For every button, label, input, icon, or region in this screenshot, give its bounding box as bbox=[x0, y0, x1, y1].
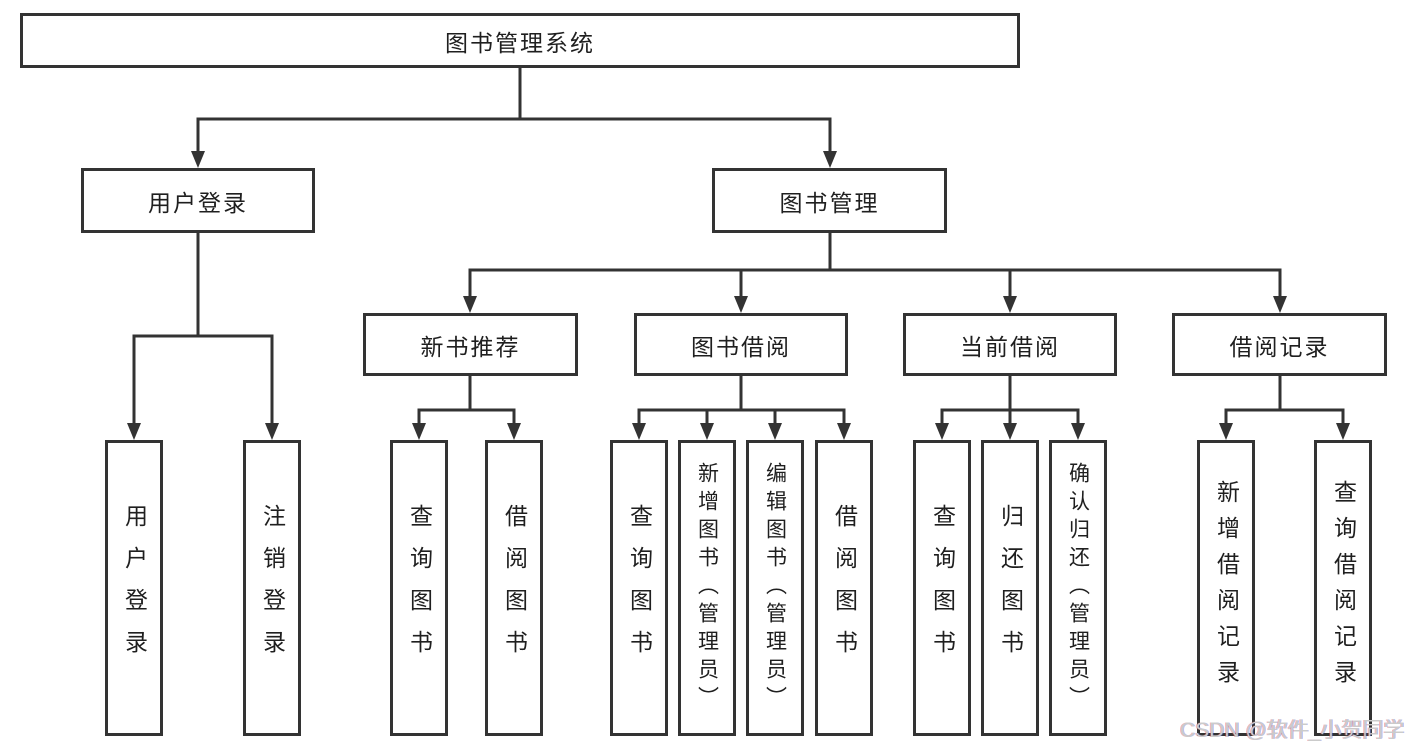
node-label: 图书借阅 bbox=[691, 333, 791, 360]
node-label: 查询图书 bbox=[406, 504, 433, 672]
node-borrow-book-recommend: 借阅图书 bbox=[485, 440, 543, 736]
node-user-login: 用户登录 bbox=[81, 168, 315, 233]
node-label: 注销登录 bbox=[259, 504, 286, 672]
node-book-management: 图书管理 bbox=[712, 168, 947, 233]
node-return-book: 归还图书 bbox=[981, 440, 1039, 736]
node-confirm-return-admin: 确认归还（管理员） bbox=[1049, 440, 1107, 736]
node-book-borrow: 图书借阅 bbox=[634, 313, 848, 376]
node-new-book-recommend: 新书推荐 bbox=[363, 313, 578, 376]
node-query-books-recommend: 查询图书 bbox=[390, 440, 448, 736]
node-label: 归还图书 bbox=[997, 504, 1024, 672]
node-label: 新增借阅记录 bbox=[1213, 480, 1240, 696]
node-label: 查询借阅记录 bbox=[1330, 480, 1357, 696]
node-label: 查询图书 bbox=[929, 504, 956, 672]
node-label: 新书推荐 bbox=[420, 333, 521, 360]
node-label: 借阅图书 bbox=[831, 504, 858, 672]
node-label: 借阅记录 bbox=[1229, 333, 1330, 360]
node-label: 图书管理 bbox=[779, 189, 880, 216]
node-add-borrow-record: 新增借阅记录 bbox=[1197, 440, 1255, 736]
node-label: 用户登录 bbox=[148, 189, 248, 216]
node-label: 当前借阅 bbox=[960, 333, 1060, 360]
node-label: 确认归还（管理员） bbox=[1066, 462, 1090, 714]
node-library-management-system: 图书管理系统 bbox=[20, 13, 1020, 68]
node-user-login-leaf: 用户登录 bbox=[105, 440, 163, 736]
node-borrow-book: 借阅图书 bbox=[815, 440, 873, 736]
node-query-borrow-record: 查询借阅记录 bbox=[1314, 440, 1372, 736]
node-label: 查询图书 bbox=[626, 504, 653, 672]
node-logout: 注销登录 bbox=[243, 440, 301, 736]
node-label: 图书管理系统 bbox=[445, 29, 595, 56]
node-borrow-records: 借阅记录 bbox=[1172, 313, 1387, 376]
node-label: 新增图书（管理员） bbox=[695, 462, 719, 714]
node-query-books-borrow: 查询图书 bbox=[610, 440, 668, 736]
node-query-books-current: 查询图书 bbox=[913, 440, 971, 736]
node-add-book-admin: 新增图书（管理员） bbox=[678, 440, 736, 736]
node-current-borrow: 当前借阅 bbox=[903, 313, 1117, 376]
node-edit-book-admin: 编辑图书（管理员） bbox=[746, 440, 804, 736]
node-label: 用户登录 bbox=[121, 504, 148, 672]
node-label: 编辑图书（管理员） bbox=[763, 462, 787, 714]
node-label: 借阅图书 bbox=[501, 504, 528, 672]
